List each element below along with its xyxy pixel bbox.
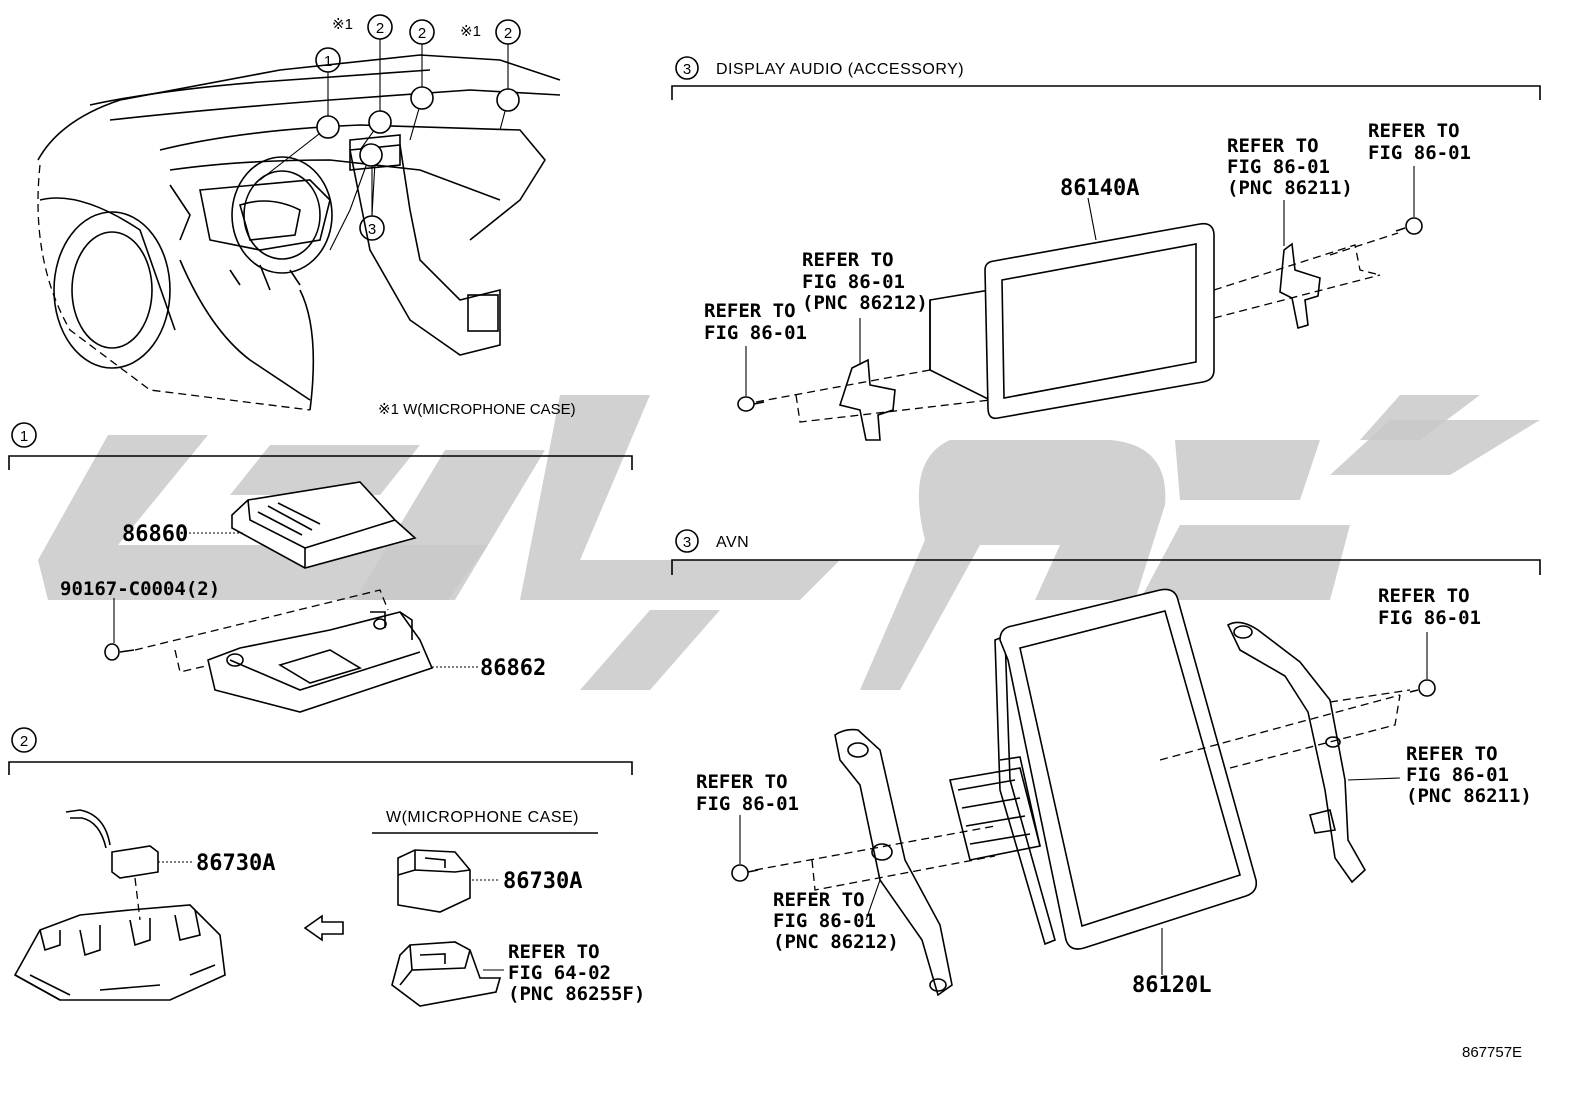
watermark-logo: [38, 395, 1540, 690]
ref-da-screw-right-1: REFER TO: [1368, 120, 1460, 142]
ref-da-screw-left-2: FIG 86-01: [704, 322, 807, 344]
figure-code: 867757E: [1462, 1044, 1522, 1061]
ref-avn-screw-right-2: FIG 86-01: [1378, 607, 1481, 629]
ref-da-bracket-left-2: FIG 86-01: [802, 271, 905, 293]
callout-1: 1: [324, 53, 332, 70]
ref-da-bracket-right-1: REFER TO: [1227, 135, 1319, 157]
label-86730A-mic: 86730A: [196, 851, 275, 876]
label-86140A: 86140A: [1060, 176, 1139, 201]
label-86120L: 86120L: [1132, 973, 1211, 998]
marker-note-1a: ※1: [332, 16, 353, 33]
ref-da-bracket-right-3: (PNC 86211): [1227, 177, 1353, 199]
label-90167-C0004: 90167-C0004(2): [60, 578, 220, 600]
top-view-note: ※1 W(MICROPHONE CASE): [378, 401, 576, 418]
ref-avn-bracket-right-2: FIG 86-01: [1406, 764, 1509, 786]
section-display-audio-number: 3: [683, 61, 691, 78]
section-avn: 3 AVN 86120L: [671, 529, 1541, 998]
ref-avn-bracket-left-2: FIG 86-01: [773, 910, 876, 932]
callout-2b: 2: [418, 25, 426, 42]
ref-da-bracket-right-2: FIG 86-01: [1227, 156, 1330, 178]
ref-case-2: FIG 64-02: [508, 962, 611, 984]
ref-da-bracket-left-3: (PNC 86212): [802, 292, 928, 314]
ref-avn-bracket-left-1: REFER TO: [773, 889, 865, 911]
ref-avn-screw-right-1: REFER TO: [1378, 585, 1470, 607]
callout-2a: 2: [376, 20, 384, 37]
section-display-audio-title: DISPLAY AUDIO (ACCESSORY): [716, 61, 964, 78]
section-avn-number: 3: [683, 534, 691, 551]
section-avn-title: AVN: [716, 534, 749, 551]
label-86730A-case: 86730A: [503, 869, 582, 894]
vehicle-interior-view: 1 2 2 2 3 ※1 ※1 ※1 W(MICROPHONE CASE): [37, 14, 576, 418]
ref-da-screw-right-2: FIG 86-01: [1368, 142, 1471, 164]
section-2: 2 86730A W(MICROPHONE CASE) 86730A REFER…: [8, 727, 645, 1007]
label-86860: 86860: [122, 522, 188, 547]
ref-avn-bracket-right-3: (PNC 86211): [1406, 785, 1532, 807]
ref-da-bracket-left-1: REFER TO: [802, 249, 894, 271]
ref-avn-screw-left-2: FIG 86-01: [696, 793, 799, 815]
ref-da-screw-left-1: REFER TO: [704, 300, 796, 322]
ref-case-1: REFER TO: [508, 941, 600, 963]
ref-avn-bracket-right-1: REFER TO: [1406, 743, 1498, 765]
ref-case-3: (PNC 86255F): [508, 983, 645, 1005]
callout-2c: 2: [504, 25, 512, 42]
marker-note-1b: ※1: [460, 23, 481, 40]
subsection-title: W(MICROPHONE CASE): [386, 809, 579, 826]
ref-avn-screw-left-1: REFER TO: [696, 771, 788, 793]
section-1: 1 86860 86862 90167-C0004(2): [8, 422, 633, 713]
section-2-number: 2: [20, 733, 28, 750]
section-display-audio: 3 DISPLAY AUDIO (ACCESSORY) 86140A REFER…: [671, 56, 1541, 441]
callout-3: 3: [368, 221, 376, 238]
ref-avn-bracket-left-3: (PNC 86212): [773, 931, 899, 953]
section-1-number: 1: [20, 428, 28, 445]
label-86862: 86862: [480, 656, 546, 681]
